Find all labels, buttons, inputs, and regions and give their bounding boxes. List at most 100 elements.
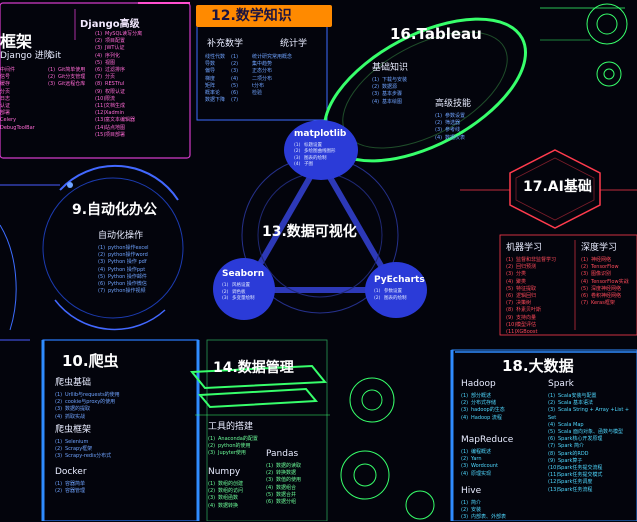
list-item: 中间件 (0, 67, 16, 73)
list-item: (3)Jupyter使用 (208, 450, 246, 457)
django-title: Django高级 (80, 19, 140, 30)
bigdata-hive-list: (1)简介 (2)安装 (3)内部表、外部表 (461, 500, 506, 522)
list-item: 部署 (0, 110, 11, 117)
auto-sub: 自动化操作 (98, 231, 144, 241)
list-item: (1)数组的创建 (208, 481, 244, 487)
list-item: (7)决策树 (506, 300, 532, 307)
list-item: 线性代数(1) (205, 54, 239, 60)
list-item: (2)数据源 (372, 84, 398, 91)
list-item: (1)部分概述 (461, 393, 492, 399)
seaborn-node (213, 258, 275, 320)
dm-tools-list: (1)Anaconda的配置 (2)python的使用 (3)Jupyter使用 (208, 436, 258, 458)
list-item: (2)回归预测 (506, 264, 537, 271)
list-item: (3)参考线 (435, 127, 461, 134)
list-item: (2)TensorFlow (581, 264, 619, 271)
list-item: (5)Scala 面向对象、函数与模型 (548, 429, 624, 436)
list-item: (11)Spark任务提交模式 (548, 472, 603, 479)
list-item: 缓存 (0, 81, 11, 88)
tableau-basic-title: 基础知识 (372, 63, 409, 73)
list-item: (2)项目配置 (95, 38, 126, 45)
crawler-basic-list: (1)Urllib与requests的使用 (2)cookie与proxy的使用… (55, 392, 120, 421)
list-item: (2)多绘图曲线图形 (294, 149, 336, 155)
pyecharts-list: (1)参数设置 (2)图表的绘制 (374, 289, 407, 302)
crawler-frame-list: (1)Selenium (2)Scrapy框架 (3)Scrapy-redis分… (55, 439, 111, 461)
list-item: (2)转换数据 (266, 470, 297, 477)
list-item: (5)数据合并 (266, 491, 297, 498)
list-item: (1)标题设置 (294, 143, 322, 148)
matplotlib-node (284, 120, 358, 180)
bigdata-mr-title: MapReduce (461, 435, 514, 445)
list-item: (4)数据组合 (266, 484, 297, 491)
bigdata-hadoop-list: (1)部分概述 (2)分布式存储 (3)hadoop的生态 (4)Hadoop … (461, 393, 505, 422)
list-item: t分布 (252, 82, 264, 89)
list-item: (3)Wordcount (461, 463, 498, 470)
crawler-basic-title: 爬虫基础 (55, 378, 92, 388)
list-item: (3)Git远程仓库 (48, 81, 86, 88)
list-item: (3)分类 (506, 271, 527, 278)
ai-dl-title: 深度学习 (581, 243, 618, 253)
django-col2-title: Git (48, 51, 62, 61)
list-item: 信号 (0, 74, 11, 81)
list-item: (13)Spark任务流程 (548, 486, 593, 493)
list-item: (2)Scala 基本语法 (548, 400, 594, 407)
list-item: (3)基本步骤 (372, 91, 403, 98)
list-item: (3)内部表、外部表 (461, 514, 507, 521)
list-item: (2)数组的访问 (208, 488, 244, 495)
list-item: (11)文档生成 (95, 103, 126, 110)
list-item: (2)python操作word (98, 252, 148, 259)
list-item: (1)数据的读取 (266, 463, 302, 469)
list-item: (4)Python 操作ppt (98, 266, 146, 273)
list-item: (6)卷积神经网络 (581, 293, 622, 300)
ai-dl-list: (1)神经网络 (2)TensorFlow (3)图像识别 (4)TensorF… (581, 257, 629, 307)
dm-pandas-list: (1)数据的读取 (2)转换数据 (3)数值的使用 (4)数据组合 (5)数据合… (266, 463, 301, 506)
list-item: (6)数据分组 (266, 499, 297, 506)
list-item: (7)python操作视频 (98, 288, 146, 295)
list-item: (6)逻辑回归 (506, 293, 537, 300)
ai-ml-title: 机器学习 (506, 243, 543, 253)
list-item: (1)Selenium (55, 439, 89, 445)
list-item: 集中趋势 (252, 61, 273, 68)
bigdata-spark-title: Spark (548, 379, 574, 389)
list-item: (2)分布式存储 (461, 400, 497, 407)
list-item: 二项分布 (252, 75, 273, 82)
list-item: (4)抓取实战 (55, 413, 86, 420)
matplotlib-list: (1)标题设置 (2)多绘图曲线图形 (3)图表的绘制 (4)子图 (294, 143, 336, 169)
list-item: (10)限流 (95, 95, 116, 102)
list-item: (3)Scrapy-redis分布式 (55, 453, 112, 460)
list-item: (1)下载与安装 (372, 77, 408, 83)
list-item: (4)基本绘图 (372, 98, 403, 105)
list-item: (1)Anaconda的配置 (208, 436, 258, 442)
bigdata-title: 18.大数据 (502, 357, 574, 375)
math-title-badge (196, 5, 332, 27)
list-item: (5)Python 操作邮件 (98, 273, 147, 280)
list-item: (10)Spark任务提交流程 (548, 465, 603, 472)
list-item: (3)图像识别 (581, 271, 612, 278)
list-item: (4)Hadoop 流程 (461, 414, 502, 421)
list-item: (12)Spark任务调度 (548, 479, 593, 486)
list-item: (1)参数设置 (435, 113, 466, 119)
math-col1-list: 线性代数(1) 导数(2) 偏导(3) 梯度(4) 矩阵(5) 概率论(6) 数… (205, 54, 238, 104)
seaborn-title: Seaborn (222, 269, 265, 279)
dm-title: 14.数据管理 (213, 360, 294, 376)
pyecharts-title: PyEcharts (374, 275, 425, 285)
crawler-frame-title: 爬虫框架 (55, 425, 92, 435)
viz-title: 13.数据可视化 (262, 224, 357, 240)
list-item: (6)过滤排序 (95, 67, 126, 74)
list-item: (2)安装 (461, 507, 482, 514)
list-item: Celery (0, 117, 17, 124)
list-item: (13)富文本编辑器 (95, 117, 136, 124)
list-item: (4)数据转换 (208, 502, 239, 509)
list-item: (5)视图 (95, 59, 116, 66)
math-col1-title: 补充数学 (207, 39, 244, 49)
list-item: 矩阵(5) (205, 82, 239, 89)
list-item: (8)朴素贝叶斯 (506, 307, 542, 314)
list-item: (3)数组函数 (208, 495, 239, 502)
list-item: (1)参数设置 (374, 289, 402, 294)
list-item: 数据下降(7) (205, 97, 239, 104)
list-item: (9)支持向量 (506, 314, 537, 321)
dm-numpy-title: Numpy (208, 467, 241, 477)
math-col2-title: 统计学 (280, 39, 308, 49)
list-item: (7)分页 (95, 74, 116, 81)
seaborn-list: (1)风格设置 (2)调色板 (3)多变量绘制 (222, 283, 255, 303)
list-item: (1)监督和非监督学习 (506, 257, 557, 263)
